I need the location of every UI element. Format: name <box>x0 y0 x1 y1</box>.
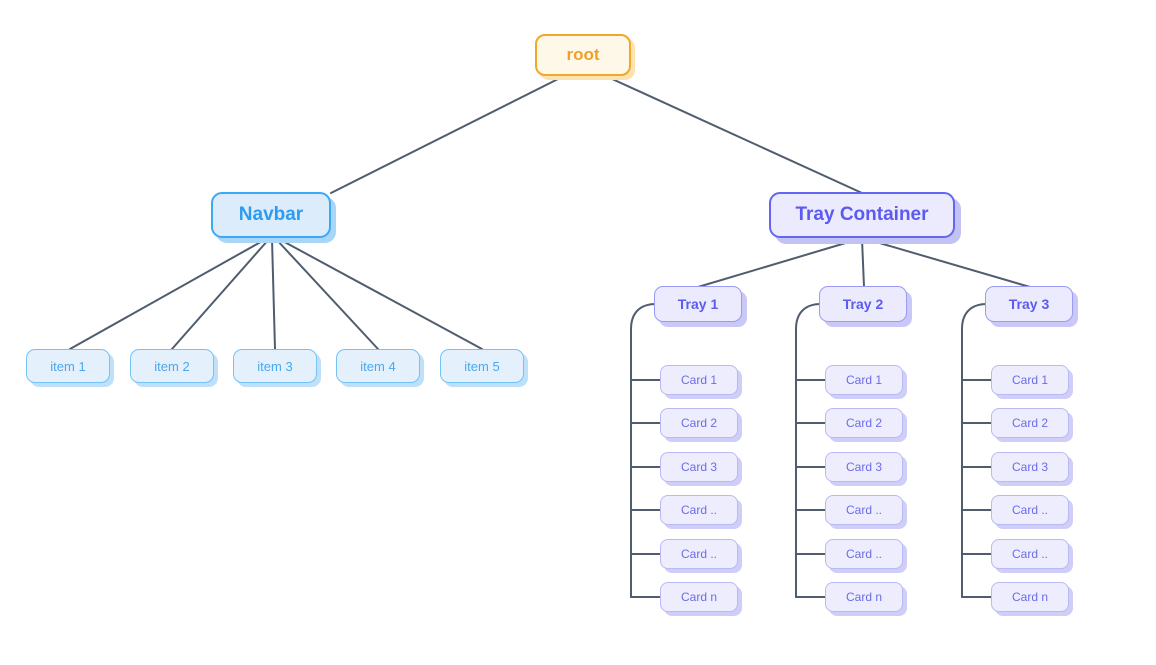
node-tray-3[interactable]: Tray 3 <box>985 286 1073 322</box>
node-tray1-card-1[interactable]: Card 1 <box>660 365 738 395</box>
node-item-4[interactable]: item 4 <box>336 349 420 383</box>
edge-navbar-item2 <box>171 238 270 350</box>
node-tray3-card-5[interactable]: Card .. <box>991 539 1069 569</box>
edge-traycontainer-tray3 <box>865 238 1031 288</box>
edge-root-traycontainer <box>609 77 863 194</box>
edge-tray1-trunk <box>630 303 657 598</box>
node-tray1-card-4[interactable]: Card .. <box>660 495 738 525</box>
node-tray1-card-2[interactable]: Card 2 <box>660 408 738 438</box>
edge-navbar-item4 <box>275 238 379 350</box>
node-tray2-card-5[interactable]: Card .. <box>825 539 903 569</box>
node-tray-1[interactable]: Tray 1 <box>654 286 742 322</box>
edge-navbar-item1 <box>69 238 267 350</box>
node-tray3-card-3[interactable]: Card 3 <box>991 452 1069 482</box>
node-tray2-card-1[interactable]: Card 1 <box>825 365 903 395</box>
node-tray1-card-6[interactable]: Card n <box>660 582 738 612</box>
node-item-2[interactable]: item 2 <box>130 349 214 383</box>
node-tray1-card-3[interactable]: Card 3 <box>660 452 738 482</box>
edge-root-navbar <box>330 77 561 194</box>
node-tray2-card-2[interactable]: Card 2 <box>825 408 903 438</box>
node-tray2-card-3[interactable]: Card 3 <box>825 452 903 482</box>
node-navbar[interactable]: Navbar <box>211 192 331 238</box>
node-item-1[interactable]: item 1 <box>26 349 110 383</box>
node-tray-2[interactable]: Tray 2 <box>819 286 907 322</box>
edge-tray3-trunk <box>961 303 988 598</box>
node-item-3[interactable]: item 3 <box>233 349 317 383</box>
edge-traycontainer-tray1 <box>697 238 860 288</box>
node-root[interactable]: root <box>535 34 631 76</box>
node-tray3-card-4[interactable]: Card .. <box>991 495 1069 525</box>
node-tray3-card-6[interactable]: Card n <box>991 582 1069 612</box>
edge-traycontainer-tray2 <box>861 238 865 288</box>
node-tray3-card-1[interactable]: Card 1 <box>991 365 1069 395</box>
node-tray2-card-4[interactable]: Card .. <box>825 495 903 525</box>
node-tray3-card-2[interactable]: Card 2 <box>991 408 1069 438</box>
node-tray-container[interactable]: Tray Container <box>769 192 955 238</box>
edge-tray2-trunk <box>795 303 822 598</box>
edge-navbar-item5 <box>278 238 483 350</box>
node-tray1-card-5[interactable]: Card .. <box>660 539 738 569</box>
node-tray2-card-6[interactable]: Card n <box>825 582 903 612</box>
edge-navbar-item3 <box>271 238 276 350</box>
node-item-5[interactable]: item 5 <box>440 349 524 383</box>
